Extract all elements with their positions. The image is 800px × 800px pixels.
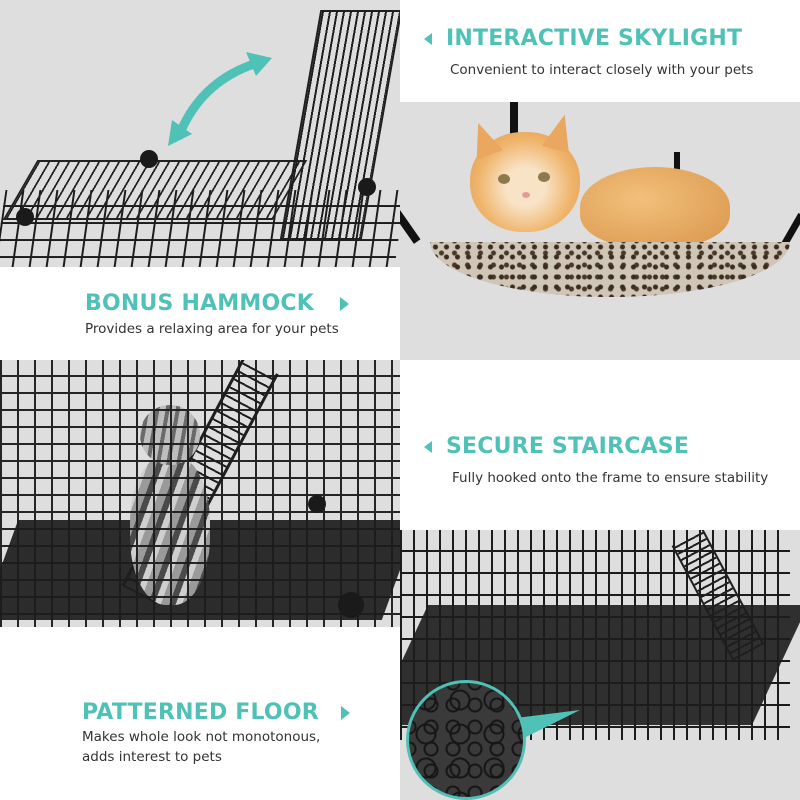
cage-top-panel bbox=[2, 160, 308, 220]
hammock-strap bbox=[510, 102, 518, 142]
arrow-right-icon bbox=[339, 296, 349, 311]
feature-heading: SECURE STAIRCASE bbox=[424, 434, 689, 459]
connector-icon bbox=[308, 495, 326, 513]
cage-wire-grid bbox=[0, 360, 400, 627]
feature-title: SECURE STAIRCASE bbox=[446, 434, 690, 459]
connector-icon bbox=[16, 208, 34, 226]
feature-patterned-floor: PATTERNED FLOOR Makes whole look not mon… bbox=[0, 627, 400, 800]
hammock-image bbox=[400, 102, 800, 360]
feature-interactive-skylight: INTERACTIVE SKYLIGHT Convenient to inter… bbox=[400, 0, 800, 102]
hammock-strap bbox=[400, 190, 421, 244]
feature-subtitle-line: Makes whole look not monotonous, bbox=[82, 729, 321, 745]
feature-heading: INTERACTIVE SKYLIGHT bbox=[424, 26, 742, 51]
feature-subtitle: Makes whole look not monotonous, adds in… bbox=[82, 727, 320, 767]
feature-title: INTERACTIVE SKYLIGHT bbox=[446, 26, 743, 51]
arrow-left-icon bbox=[424, 440, 432, 453]
magnified-floor-pattern bbox=[406, 680, 526, 800]
feature-subtitle: Fully hooked onto the frame to ensure st… bbox=[452, 470, 769, 486]
arrow-right-icon bbox=[340, 705, 350, 720]
arrow-left-icon bbox=[424, 32, 432, 45]
kitten bbox=[465, 110, 730, 252]
feature-title: BONUS HAMMOCK bbox=[85, 291, 314, 316]
patterned-floor-image bbox=[400, 530, 800, 800]
skylight-image bbox=[0, 0, 400, 267]
feature-bonus-hammock: BONUS HAMMOCK Provides a relaxing area f… bbox=[0, 267, 400, 360]
double-arrow-icon bbox=[168, 52, 272, 146]
connector-icon bbox=[338, 592, 364, 618]
leopard-hammock bbox=[430, 242, 790, 297]
feature-subtitle: Convenient to interact closely with your… bbox=[450, 62, 754, 78]
feature-subtitle-line: adds interest to pets bbox=[82, 749, 222, 765]
feature-heading: BONUS HAMMOCK bbox=[85, 291, 349, 316]
connector-icon bbox=[140, 150, 158, 168]
feature-subtitle: Provides a relaxing area for your pets bbox=[85, 321, 339, 337]
staircase-image bbox=[0, 360, 400, 627]
feature-heading: PATTERNED FLOOR bbox=[82, 700, 350, 725]
feature-secure-staircase: SECURE STAIRCASE Fully hooked onto the f… bbox=[400, 360, 800, 530]
connector-icon bbox=[358, 178, 376, 196]
feature-title: PATTERNED FLOOR bbox=[82, 700, 319, 725]
